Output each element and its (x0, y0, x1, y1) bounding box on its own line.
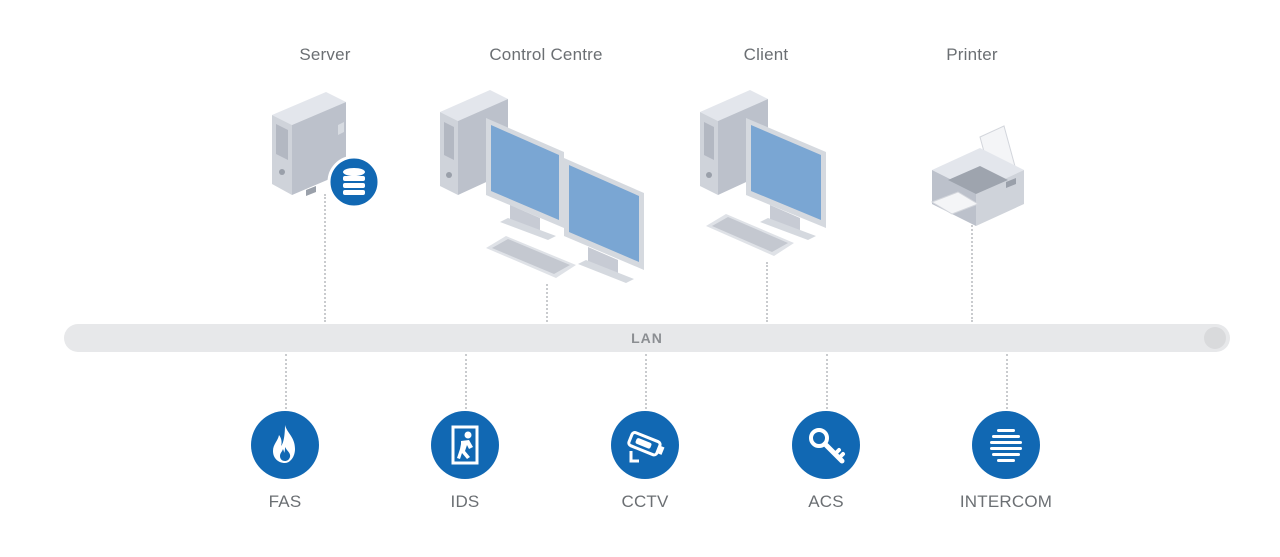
ids-label: IDS (450, 492, 480, 511)
fas-label: FAS (268, 492, 302, 511)
edge-lan-fas (285, 354, 287, 409)
dual-monitor-workstation-icon (440, 90, 644, 283)
edge-control-centre-lan (546, 284, 548, 322)
intruder-door-icon (431, 411, 499, 479)
device-illustrations (272, 90, 1024, 283)
printer-icon (930, 125, 1024, 226)
lan-label: LAN (631, 330, 663, 346)
server-tower-icon (272, 92, 346, 196)
intercom-speaker-icon (972, 411, 1040, 479)
lan-bus: LAN (64, 324, 1230, 352)
flame-icon (251, 411, 319, 479)
workstation-icon (700, 90, 826, 256)
edge-client-lan (766, 262, 768, 322)
intercom-label: INTERCOM (959, 492, 1053, 511)
edge-server-lan (324, 194, 326, 322)
database-icon (327, 155, 381, 209)
printer-label: Printer (946, 45, 998, 64)
edge-lan-intercom (1006, 354, 1008, 409)
edge-lan-ids (465, 354, 467, 409)
cctv-camera-icon (611, 411, 679, 479)
key-icon (792, 411, 860, 479)
edge-lan-cctv (645, 354, 647, 409)
acs-label: ACS (808, 492, 844, 511)
edge-printer-lan (971, 218, 973, 322)
edge-lan-acs (826, 354, 828, 409)
lan-bus-end-cap (1204, 327, 1226, 349)
server-label: Server (299, 45, 351, 64)
client-label: Client (743, 45, 789, 64)
control-centre-label: Control Centre (489, 45, 603, 64)
cctv-label: CCTV (621, 492, 669, 511)
